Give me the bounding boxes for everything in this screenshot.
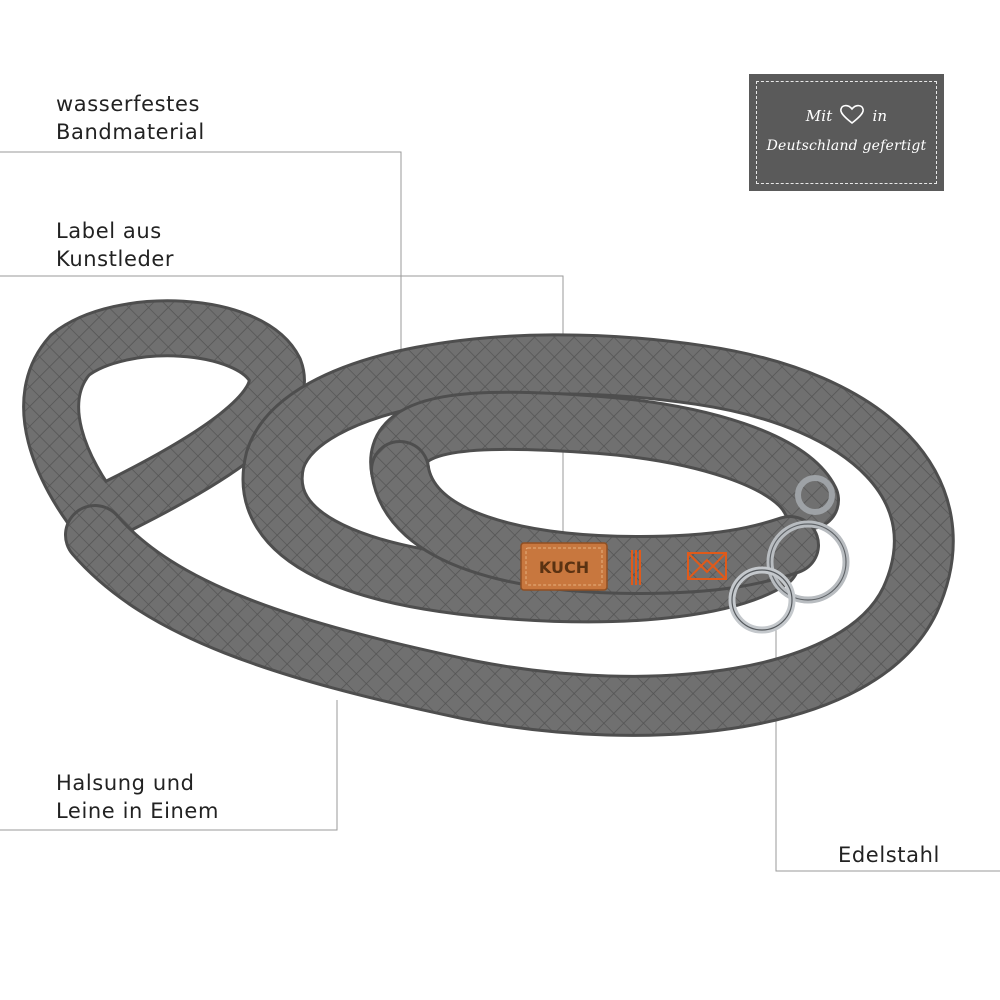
- made-in-germany-badge: Mit in Deutschland gefertigt: [749, 74, 944, 191]
- annotation-material: wasserfestes Bandmaterial: [56, 90, 205, 146]
- main-strap: [64, 333, 955, 737]
- steel-rings: [728, 475, 850, 634]
- callout-line-label: [0, 275, 564, 555]
- annotation-material-line1: wasserfestes: [56, 92, 201, 116]
- annotation-halsung: Halsung und Leine in Einem: [56, 769, 219, 825]
- badge-line1: Mit in: [749, 103, 944, 125]
- annotation-label-line1: Label aus: [56, 219, 162, 243]
- callout-line-material: [0, 151, 402, 430]
- annotation-edelstahl: Edelstahl: [838, 841, 940, 869]
- tag-text: KUCH: [539, 558, 589, 577]
- annotation-halsung-line2: Leine in Einem: [56, 799, 219, 823]
- annotation-label-line2: Kunstleder: [56, 247, 175, 271]
- annotation-edelstahl-line1: Edelstahl: [838, 843, 940, 867]
- orange-stitch: [631, 550, 727, 585]
- annotation-material-line2: Bandmaterial: [56, 120, 205, 144]
- badge-word-mit: Mit: [805, 107, 833, 125]
- heart-icon: [840, 104, 865, 125]
- ring-back: [795, 475, 835, 515]
- badge-word-in: in: [872, 107, 888, 125]
- collar-strap: [369, 390, 840, 596]
- badge-line2: Deutschland gefertigt: [766, 138, 927, 154]
- callout-line-halsung: [0, 700, 338, 831]
- annotation-label: Label aus Kunstleder: [56, 217, 174, 273]
- hand-loop-strap: [22, 299, 306, 549]
- annotation-halsung-line1: Halsung und: [56, 771, 195, 795]
- leather-tag: KUCH: [520, 542, 608, 591]
- badge-stitch-border: [756, 81, 937, 184]
